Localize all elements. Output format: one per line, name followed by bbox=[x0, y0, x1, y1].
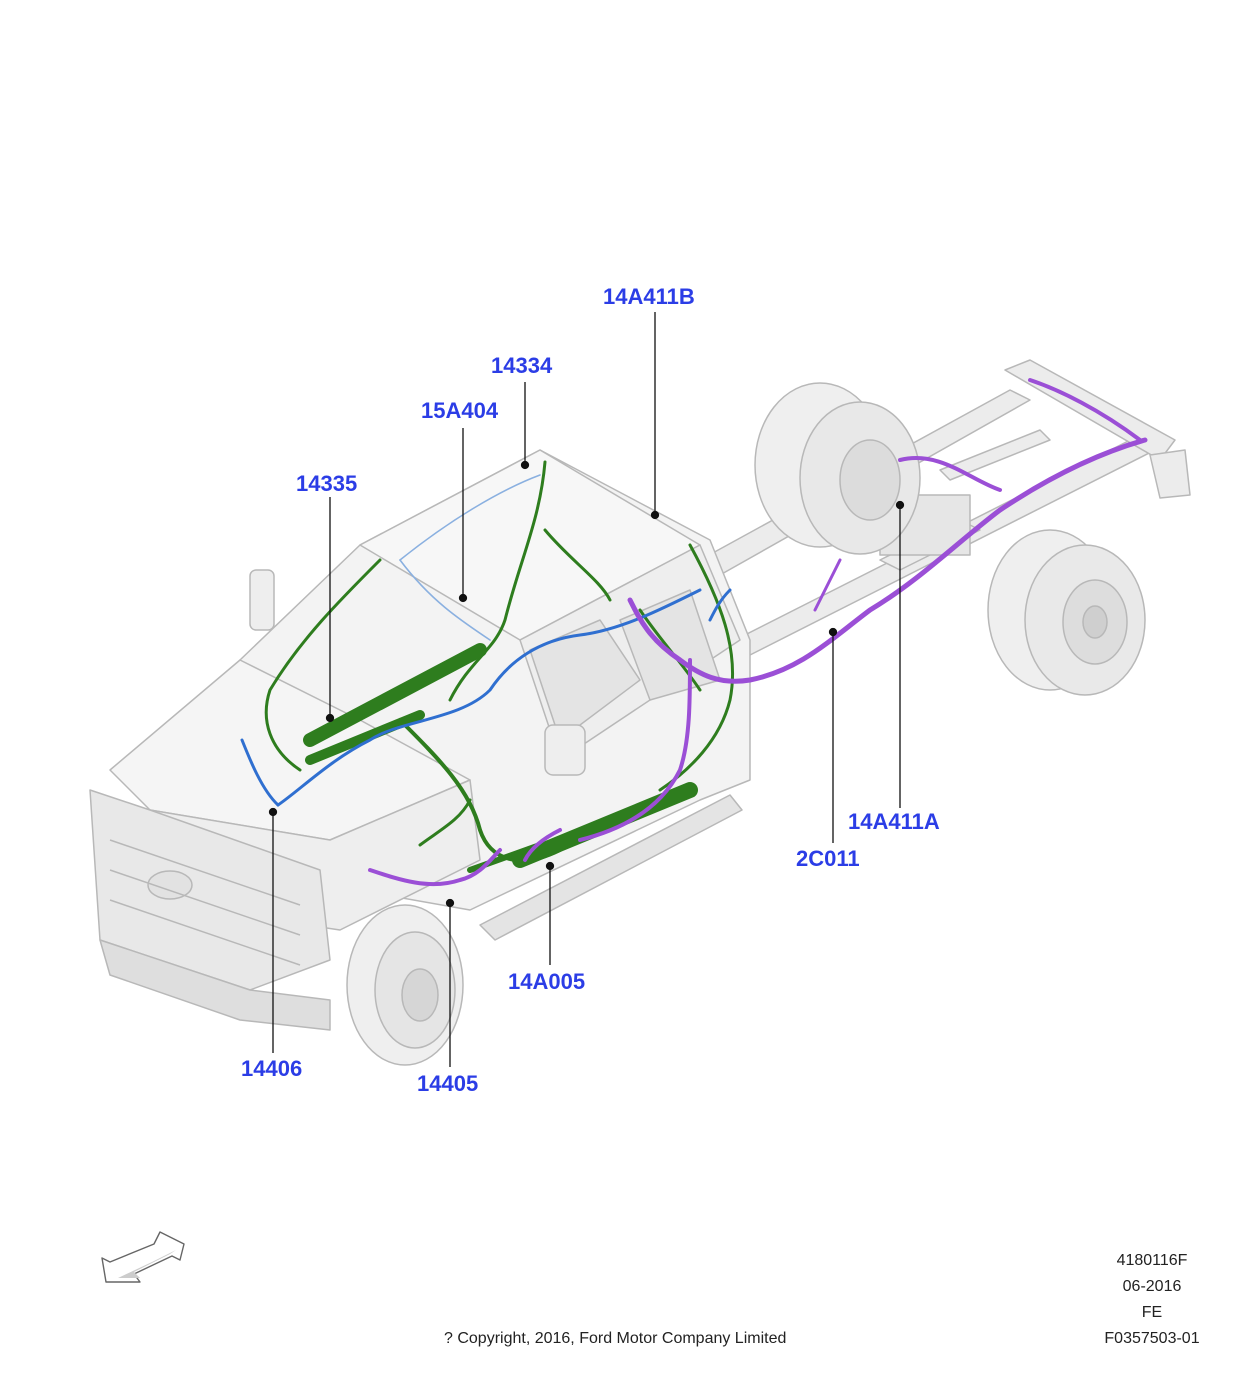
mirrors bbox=[249, 569, 586, 776]
callout-2C011: 2C011 bbox=[796, 846, 860, 871]
running-board bbox=[479, 794, 743, 941]
vehicle-illustration bbox=[89, 359, 1191, 1066]
callout-14A411A: 14A411A bbox=[848, 809, 940, 834]
figure-id: F0357503-01 bbox=[1104, 1330, 1200, 1347]
copyright-notice: ? Copyright, 2016, Ford Motor Company Li… bbox=[444, 1330, 787, 1347]
callout-14334: 14334 bbox=[491, 353, 553, 378]
front-direction-arrow-icon bbox=[101, 1231, 185, 1283]
figure-region: FE bbox=[1141, 1304, 1163, 1321]
harness-purple bbox=[368, 378, 1148, 887]
callout-14335: 14335 bbox=[296, 471, 357, 496]
figure-code: 4180116F bbox=[1116, 1252, 1188, 1269]
leader-lines bbox=[268, 312, 905, 1067]
harness-green bbox=[264, 460, 735, 873]
figure-reference-block: 4180116F 06-2016 FE F0357503-01 bbox=[1082, 1248, 1222, 1352]
rear-wheel-inner bbox=[754, 382, 921, 555]
callout-14405: 14405 bbox=[417, 1071, 478, 1096]
figure-date: 06-2016 bbox=[1122, 1278, 1182, 1295]
callout-labels: 14A411B 14334 15A404 14335 14A411A 2C011… bbox=[241, 284, 940, 1096]
callout-15A404: 15A404 bbox=[421, 398, 499, 423]
callout-14406: 14406 bbox=[241, 1056, 302, 1081]
front-wheel bbox=[346, 904, 464, 1066]
callout-14A411B: 14A411B bbox=[603, 284, 695, 309]
callout-14A005: 14A005 bbox=[508, 969, 585, 994]
rear-wheel-outer bbox=[987, 529, 1146, 696]
harness-blue bbox=[240, 474, 732, 807]
